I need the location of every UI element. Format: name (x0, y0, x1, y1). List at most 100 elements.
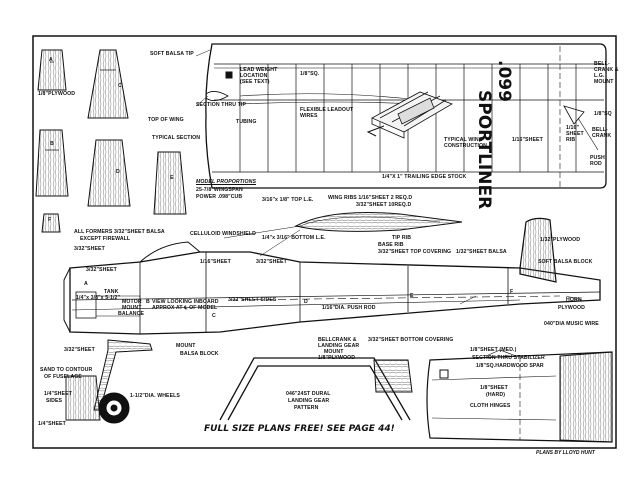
title-line-2: SPORTLINER (474, 90, 494, 210)
former-c-label: C (118, 83, 122, 89)
fin (519, 217, 557, 283)
lead-weight-label-1: LEAD WEIGHT (240, 67, 278, 73)
bellcrank-mount (373, 359, 413, 393)
proportions-title: MODEL PROPORTIONS (196, 179, 257, 185)
former-f (41, 213, 61, 233)
section-thru-tip-label: SECTION THRU TIP (196, 102, 247, 108)
bellcrank-gear-label-2: LANDING GEAR (318, 343, 360, 349)
fuselage-letter-a: A (84, 281, 88, 287)
top-le-label: 3/16"x 1/8" TOP L.E. (262, 197, 314, 203)
bellcrank-label-1: BELL- (592, 127, 608, 133)
windshield-label: CELLULOID WINDSHIELD (190, 231, 256, 237)
tubing-label: TUBING (236, 119, 257, 125)
fuselage-letter-c: C (212, 313, 216, 319)
stab-hinges-label: CLOTH HINGES (470, 403, 511, 409)
wheels-label: 1-1/2"DIA. WHEELS (130, 393, 180, 399)
horn-label: HORN (566, 297, 582, 303)
tip-rib-label: TIP RIB (392, 235, 412, 241)
push-rod-label-2: ROD (590, 161, 602, 167)
sheet-sides-label: 3/32"SHEET SIDES (228, 297, 277, 303)
fuselage-letter-b: B (146, 299, 150, 305)
tank-label: TANK (104, 289, 119, 295)
mount-label: MOUNT (176, 343, 196, 349)
soft-balsa-block-label: SOFT BALSA BLOCK (538, 259, 593, 265)
sheet-332-lower-label: 3/32"SHEET (64, 347, 95, 353)
typical-section-label: TYPICAL SECTION (152, 135, 201, 141)
title-line-1: .099 (494, 60, 514, 102)
ply-1-32-label: 1/32"PLYWOOD (540, 237, 581, 243)
typical-construction-label-1: TYPICAL WING (444, 137, 483, 143)
sides-label-1: 1/4"SHEET (44, 391, 72, 397)
stab-section-label: SECTION THRU STABILIZER (472, 355, 545, 361)
view-label-2: APPROX AT ℄ OF MODEL (152, 305, 218, 311)
wing-sheet-label: 1/16"SHEET (512, 137, 543, 143)
stab-hard-label-1: 1/8"SHEET (480, 385, 508, 391)
sq-label: 1/8"SQ (594, 111, 612, 117)
stab-med-label: 1/8"SHEET (MED.) (470, 347, 517, 353)
stab-hard-label-2: (HARD) (486, 392, 506, 398)
proportions-line-1: 25-7/8"WINGSPAN (196, 187, 243, 193)
sand-label-1: SAND TO CONTOUR (40, 367, 93, 373)
bellcrank-mount-label-2: CRANK & (594, 67, 619, 73)
stabilizer (426, 349, 613, 443)
formers-note-2: EXCEPT FIREWALL (80, 236, 131, 242)
lead-weight-label-3: (SEE TEXT) (240, 79, 270, 85)
proportions-line-2: POWER .098"CUB (196, 194, 243, 200)
wing-rib (294, 212, 463, 232)
former-f-label: F (48, 217, 52, 223)
sheet-332-a-label: 3/32"SHEET (74, 246, 105, 252)
stab-spar-label: 1/8"SQ.HARDWOOD SPAR (476, 363, 544, 369)
fuselage-letter-d: D (304, 299, 308, 305)
lead-weight-label-2: LOCATION (240, 73, 268, 79)
former-ply-label: 1/8"PLYWOOD (38, 91, 76, 97)
push-rod-label: 1/16"DIA. PUSH ROD (322, 305, 376, 311)
bellcrank-gear-label-1: BELLCRANK & (318, 337, 357, 343)
fuselage-side (63, 241, 601, 335)
bottom-le-label: 1/4"x 3/16" BOTTOM L.E. (262, 235, 326, 241)
former-e-label: E (170, 175, 174, 181)
former-a-label: A (49, 57, 53, 63)
leader-lines (195, 49, 583, 305)
formers-note-1: ALL FORMERS 3/32"SHEET BALSA (74, 229, 165, 235)
sand-label-2: OF FUSELAGE (44, 374, 82, 380)
sheet-border (32, 35, 617, 449)
bellcrank-label-2: CRANK (592, 133, 612, 139)
ribs-label: WING RIBS 1/16"SHEET 2 REQ.D (328, 195, 413, 201)
fuselage-letter-f: F (510, 289, 514, 295)
quarter-sheet-label: 1/4"SHEET (38, 421, 66, 427)
bellcrank-mount-label-4: MOUNT (594, 79, 614, 85)
top-of-wing-label: TOP OF WING (148, 117, 184, 123)
top-covering-label: 3/32"SHEET TOP COVERING (378, 249, 452, 255)
plans-banner: FULL SIZE PLANS FREE! SEE PAGE 44! (204, 424, 395, 434)
sheet-332-top-label: 3/32"SHEET (256, 259, 287, 265)
bottom-covering-label: 3/32"SHEET BOTTOM COVERING (368, 337, 454, 343)
former-b-label: B (50, 141, 54, 147)
former-b (35, 129, 69, 197)
bellcrank-gear-label-3: MOUNT (324, 349, 344, 355)
view-label-1: VIEW LOOKING INBOARD (152, 299, 219, 305)
music-wire-label: 040"DIA MUSIC WIRE (544, 321, 599, 327)
gear-label-2: LANDING GEAR (288, 398, 330, 404)
former-a (37, 49, 67, 91)
motor-mount-label-2: MOUNT (122, 305, 142, 311)
leadout-label-2: WIRES (300, 113, 318, 119)
balsa-block-label: BALSA BLOCK (180, 351, 219, 357)
wing-construction-sketch (366, 91, 453, 139)
sheet-rib-label-3: RIB (566, 137, 576, 143)
motor-mount-label-1: MOTOR (122, 299, 142, 305)
gear-label-3: PATTERN (294, 405, 319, 411)
typical-construction-label-2: CONSTRUCTION (444, 143, 487, 149)
plans-credit: PLANS BY LLOYD HUNT (536, 450, 595, 456)
sheet-116-label: 1/16"SHEET (200, 259, 231, 265)
base-rib-label: BASE RIB (378, 242, 404, 248)
balsa-1-32-label: 1/32"SHEET BALSA (456, 249, 507, 255)
balance-label: BALANCE (118, 311, 145, 317)
sides-label-2: SIDES (46, 398, 63, 404)
former-c (87, 49, 129, 119)
plywood-label: PLYWOOD (558, 305, 586, 311)
gear-label-1: 046"24ST DURAL (286, 391, 331, 397)
formers-group (35, 49, 187, 233)
bellcrank-mount-label-1: BELL- (594, 61, 610, 67)
stick-label: 1/4"x 3/8"x 5-1/2" (76, 295, 121, 301)
